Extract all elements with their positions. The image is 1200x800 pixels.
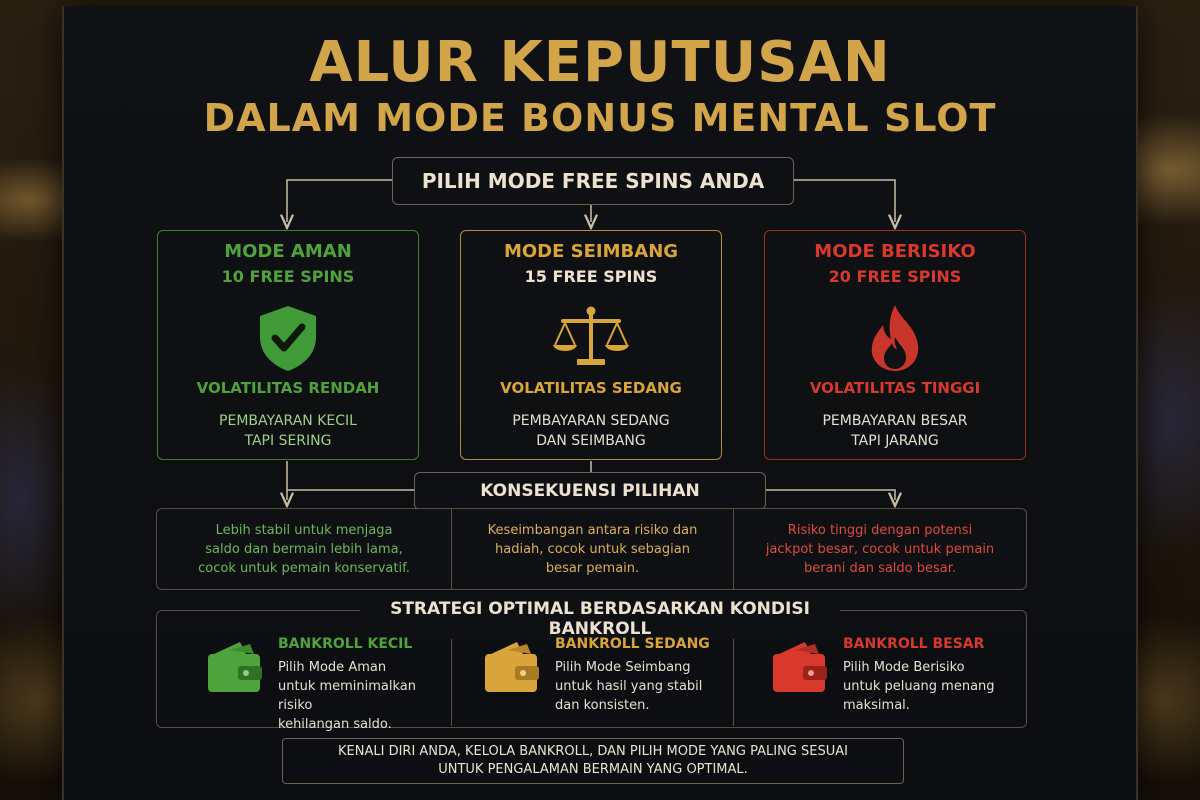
bankroll-text: dan konsisten. bbox=[555, 698, 650, 713]
subtitle: DALAM MODE BONUS MENTAL SLOT bbox=[203, 96, 997, 140]
bankroll-title: BANKROLL KECIL bbox=[278, 636, 413, 652]
strategy-title: STRATEGI OPTIMAL BERDASARKAN KONDISI BAN… bbox=[360, 599, 840, 639]
mode-payout: PEMBAYARAN BESAR bbox=[822, 413, 968, 429]
mode-card-berisiko[interactable]: MODE BERISIKO 20 FREE SPINS VOLATILITAS … bbox=[764, 230, 1026, 460]
footer-line: UNTUK PENGALAMAN BERMAIN YANG OPTIMAL. bbox=[438, 762, 748, 777]
main-title: ALUR KEPUTUSAN bbox=[309, 30, 891, 95]
mode-payout: PEMBAYARAN KECIL bbox=[219, 413, 357, 429]
consequence-seimbang: Keseimbangan antara risiko dan hadiah, c… bbox=[451, 508, 734, 590]
bankroll-text: Pilih Mode Aman bbox=[278, 660, 387, 675]
mode-name: MODE SEIMBANG bbox=[503, 241, 679, 262]
bankroll-text: untuk meminimalkan risiko bbox=[278, 679, 417, 713]
consequence-text: Lebih stabil untuk menjaga bbox=[215, 522, 393, 538]
mode-card-aman[interactable]: MODE AMAN 10 FREE SPINS VOLATILITAS REND… bbox=[157, 230, 419, 460]
footer-message: KENALI DIRI ANDA, KELOLA BANKROLL, DAN P… bbox=[282, 738, 904, 784]
consequence-berisiko: Risiko tinggi dengan potensi jackpot bes… bbox=[733, 508, 1027, 590]
mode-payout: PEMBAYARAN SEDANG bbox=[512, 413, 670, 429]
wallet-icon bbox=[206, 640, 264, 698]
shield-check-icon bbox=[256, 303, 320, 377]
choose-mode-label: PILIH MODE FREE SPINS ANDA bbox=[392, 157, 794, 205]
strategy-divider bbox=[733, 628, 734, 726]
consequence-text: Risiko tinggi dengan potensi bbox=[787, 522, 973, 538]
bankroll-text: Pilih Mode Seimbang bbox=[555, 660, 691, 675]
mode-volatility: VOLATILITAS TINGGI bbox=[809, 379, 981, 397]
mode-payout-detail: TAPI JARANG bbox=[851, 433, 939, 449]
fire-icon bbox=[864, 303, 926, 377]
mode-spins: 15 FREE SPINS bbox=[524, 267, 658, 286]
arrow-to-berisiko bbox=[792, 179, 895, 222]
bankroll-besar: BANKROLL BESAR Pilih Mode Berisiko untuk… bbox=[733, 628, 1027, 726]
wallet-icon bbox=[483, 640, 541, 698]
mode-name: MODE AMAN bbox=[224, 241, 352, 262]
arrow-to-cons-3 bbox=[764, 489, 895, 500]
consequence-label: KONSEKUENSI PILIHAN bbox=[414, 472, 766, 510]
consequence-text: jackpot besar, cocok untuk pemain bbox=[765, 541, 995, 557]
bankroll-text: untuk hasil yang stabil bbox=[555, 679, 703, 694]
wallet-icon bbox=[771, 640, 829, 698]
bankroll-text: kehilangan saldo. bbox=[278, 717, 392, 732]
mode-card-seimbang[interactable]: MODE SEIMBANG 15 FREE SPINS VOLATILITAS … bbox=[460, 230, 722, 460]
bankroll-text: untuk peluang menang bbox=[843, 679, 995, 694]
mode-spins: 20 FREE SPINS bbox=[828, 267, 962, 286]
bankroll-title: BANKROLL BESAR bbox=[843, 636, 985, 652]
consequence-text: besar pemain. bbox=[545, 560, 640, 576]
consequence-text: saldo dan bermain lebih lama, bbox=[205, 541, 403, 557]
footer-line: KENALI DIRI ANDA, KELOLA BANKROLL, DAN P… bbox=[338, 744, 848, 759]
consequence-text: hadiah, cocok untuk sebagian bbox=[495, 541, 690, 557]
consequence-text: cocok untuk pemain konservatif. bbox=[198, 560, 410, 576]
mode-spins: 10 FREE SPINS bbox=[221, 267, 355, 286]
bankroll-title: BANKROLL SEDANG bbox=[555, 636, 710, 652]
bankroll-kecil: BANKROLL KECIL Pilih Mode Aman untuk mem… bbox=[156, 628, 451, 732]
mode-payout-detail: DAN SEIMBANG bbox=[536, 433, 646, 449]
arrow-to-aman bbox=[287, 179, 392, 222]
bankroll-text: Pilih Mode Berisiko bbox=[843, 660, 965, 675]
bankroll-text: maksimal. bbox=[843, 698, 910, 713]
mode-volatility: VOLATILITAS SEDANG bbox=[500, 379, 682, 397]
strategy-divider bbox=[451, 628, 452, 726]
mode-name: MODE BERISIKO bbox=[814, 241, 976, 262]
bankroll-sedang: BANKROLL SEDANG Pilih Mode Seimbang untu… bbox=[451, 628, 733, 726]
scale-icon bbox=[551, 303, 631, 377]
consequence-text: berani dan saldo besar. bbox=[803, 560, 957, 576]
consequence-text: Keseimbangan antara risiko dan bbox=[487, 522, 698, 538]
mode-payout-detail: TAPI SERING bbox=[244, 433, 332, 449]
consequence-aman: Lebih stabil untuk menjaga saldo dan ber… bbox=[156, 508, 452, 590]
mode-volatility: VOLATILITAS RENDAH bbox=[196, 379, 380, 397]
